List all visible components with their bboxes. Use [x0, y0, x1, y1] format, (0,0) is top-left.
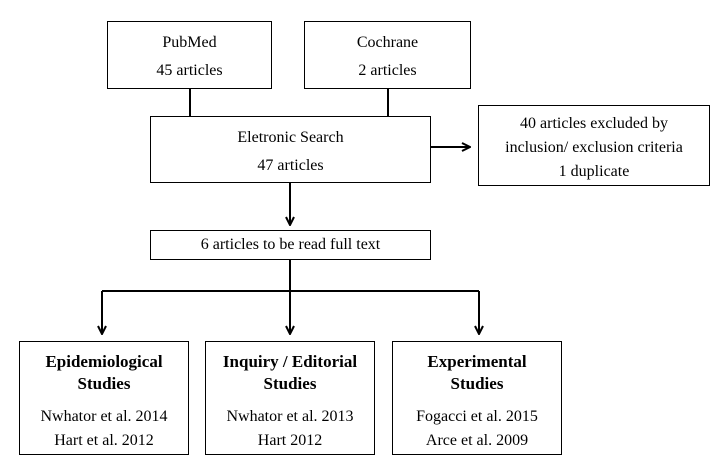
excluded-box: 40 articles excluded by inclusion/ exclu…: [478, 105, 710, 186]
excluded-line2: inclusion/ exclusion criteria: [505, 139, 683, 156]
search-box: Eletronic Search 47 articles: [150, 116, 431, 183]
pubmed-name: PubMed: [162, 34, 217, 51]
reference: Fogacci et al. 2015: [416, 408, 538, 425]
cochrane-box: Cochrane 2 articles: [304, 21, 471, 89]
cochrane-name: Cochrane: [356, 34, 419, 51]
category-subtitle: Studies: [77, 374, 131, 393]
fulltext-box: 6 articles to be read full text: [150, 230, 431, 260]
category-title: Epidemiological: [45, 352, 163, 371]
search-title: Eletronic Search: [237, 129, 344, 146]
reference: Arce et al. 2009: [425, 432, 529, 449]
reference: Nwhator et al. 2013: [226, 408, 354, 425]
search-count: 47 articles: [257, 157, 324, 174]
fulltext-label: 6 articles to be read full text: [200, 236, 381, 253]
category-title: Inquiry / Editorial: [222, 352, 358, 371]
category-title: Experimental: [427, 352, 527, 371]
pubmed-count: 45 articles: [156, 62, 223, 79]
reference: Hart et al. 2012: [54, 432, 154, 449]
category-box-epidemiological: Epidemiological Studies Nwhator et al. 2…: [19, 341, 189, 455]
category-subtitle: Studies: [450, 374, 504, 393]
cochrane-count: 2 articles: [358, 62, 417, 79]
excluded-line1: 40 articles excluded by: [520, 115, 668, 132]
reference: Hart 2012: [257, 432, 323, 449]
excluded-line3: 1 duplicate: [558, 163, 630, 180]
pubmed-box: PubMed 45 articles: [107, 21, 272, 89]
category-subtitle: Studies: [263, 374, 317, 393]
category-box-inquiry: Inquiry / Editorial Studies Nwhator et a…: [205, 341, 375, 455]
category-box-experimental: Experimental Studies Fogacci et al. 2015…: [392, 341, 562, 455]
reference: Nwhator et al. 2014: [40, 408, 168, 425]
